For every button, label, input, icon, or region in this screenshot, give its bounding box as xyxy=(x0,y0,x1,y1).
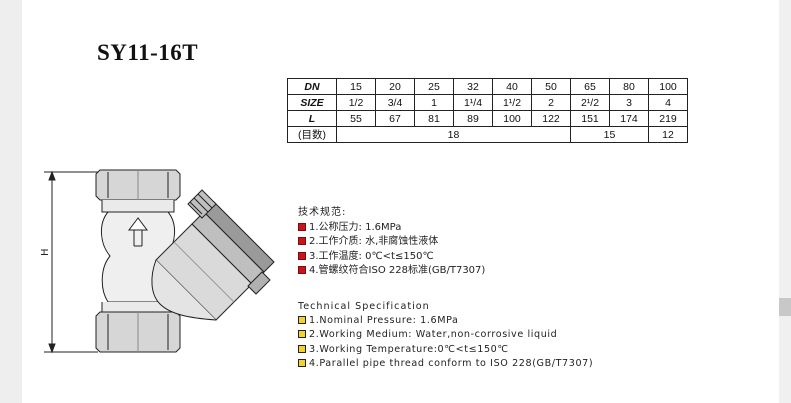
table-cell: 25 xyxy=(414,78,454,95)
list-item: 1.Nominal Pressure: 1.6MPa xyxy=(298,314,593,328)
list-item: 2.Working Medium: Water,non-corrosive li… xyxy=(298,328,593,342)
list-item: 4.Parallel pipe thread conform to ISO 22… xyxy=(298,357,593,371)
cn-spec-heading: 技术规范: xyxy=(298,207,347,218)
table-cell-mesh-group3: 12 xyxy=(648,126,688,143)
page-title: SY11-16T xyxy=(97,40,199,65)
table-cell: 1 xyxy=(414,94,454,111)
list-item: 3.Working Temperature:0℃<t≤150℃ xyxy=(298,343,593,357)
table-cell: 1¹/4 xyxy=(453,94,493,111)
cn-spec-item: 1.公称压力: 1.6MPa xyxy=(309,221,402,233)
table-cell: 1¹/2 xyxy=(492,94,532,111)
table-cell: 4 xyxy=(648,94,688,111)
table-cell: 67 xyxy=(375,110,415,127)
table-cell: 65 xyxy=(570,78,610,95)
table-row: SIZE 1/2 3/4 1 1¹/4 1¹/2 2 2¹/2 3 4 xyxy=(287,94,688,111)
table-cell: 2 xyxy=(531,94,571,111)
table-cell-mesh-group2: 15 xyxy=(570,126,649,143)
en-spec-item: 2.Working Medium: Water,non-corrosive li… xyxy=(309,329,558,341)
strainer-drawing xyxy=(44,169,275,354)
table-cell: 100 xyxy=(492,110,532,127)
right-scroll-strip[interactable] xyxy=(779,0,791,403)
table-cell: 20 xyxy=(375,78,415,95)
table-cell-mesh-group1: 18 xyxy=(336,126,571,143)
list-item: 1.公称压力: 1.6MPa xyxy=(298,221,485,236)
table-cell: 40 xyxy=(492,78,532,95)
table-cell: 32 xyxy=(453,78,493,95)
row-header-mesh: (目数) xyxy=(287,126,337,143)
table-cell: 89 xyxy=(453,110,493,127)
table-cell: 2¹/2 xyxy=(570,94,610,111)
table-row: DN 15 20 25 32 40 50 65 80 100 xyxy=(287,78,688,95)
table-cell: 1/2 xyxy=(336,94,376,111)
table-cell: 81 xyxy=(414,110,454,127)
table-cell: 100 xyxy=(648,78,688,95)
list-item: 2.工作介质: 水,非腐蚀性液体 xyxy=(298,235,485,250)
table-cell: 55 xyxy=(336,110,376,127)
cn-spec-item: 4.管螺纹符合ISO 228标准(GB/T7307) xyxy=(309,265,486,277)
table-cell: 15 xyxy=(336,78,376,95)
en-spec-heading: Technical Specification xyxy=(298,301,430,312)
list-item: 4.管螺纹符合ISO 228标准(GB/T7307) xyxy=(298,264,485,279)
table-cell: 122 xyxy=(531,110,571,127)
table-row: L 55 67 81 89 100 122 151 174 219 xyxy=(287,110,688,127)
table-cell: 174 xyxy=(609,110,649,127)
en-spec-item: 4.Parallel pipe thread conform to ISO 22… xyxy=(309,357,594,369)
en-spec-item: 3.Working Temperature:0℃<t≤150℃ xyxy=(309,343,509,355)
red-square-icon xyxy=(298,266,306,275)
row-header-size: SIZE xyxy=(287,94,337,111)
left-margin-strip xyxy=(0,0,22,403)
cn-spec-block: 技术规范: 1.公称压力: 1.6MPa 2.工作介质: 水,非腐蚀性液体 3.… xyxy=(298,206,485,279)
table-cell: 151 xyxy=(570,110,610,127)
red-square-icon xyxy=(298,222,306,231)
yellow-square-icon xyxy=(298,330,306,339)
row-header-l: L xyxy=(287,110,337,127)
cn-spec-item: 2.工作介质: 水,非腐蚀性液体 xyxy=(309,236,439,248)
en-spec-block: Technical Specification 1.Nominal Pressu… xyxy=(298,300,593,371)
red-square-icon xyxy=(298,251,306,260)
red-square-icon xyxy=(298,237,306,246)
scroll-marker[interactable] xyxy=(779,298,791,316)
en-spec-item: 1.Nominal Pressure: 1.6MPa xyxy=(309,315,459,327)
row-header-dn: DN xyxy=(287,78,337,95)
table-row: (目数) 18 15 12 xyxy=(287,126,688,143)
table-cell: 3/4 xyxy=(375,94,415,111)
yellow-square-icon xyxy=(298,316,306,325)
list-item: 3.工作温度: 0℃<t≤150℃ xyxy=(298,250,485,265)
yellow-square-icon xyxy=(298,344,306,353)
cn-spec-item: 3.工作温度: 0℃<t≤150℃ xyxy=(309,250,434,262)
table-cell: 219 xyxy=(648,110,688,127)
table-cell: 3 xyxy=(609,94,649,111)
dimension-h-label: H xyxy=(40,248,51,256)
table-cell: 50 xyxy=(531,78,571,95)
dimension-table: DN 15 20 25 32 40 50 65 80 100 SIZE 1/2 … xyxy=(287,78,688,143)
yellow-square-icon xyxy=(298,358,306,367)
table-cell: 80 xyxy=(609,78,649,95)
